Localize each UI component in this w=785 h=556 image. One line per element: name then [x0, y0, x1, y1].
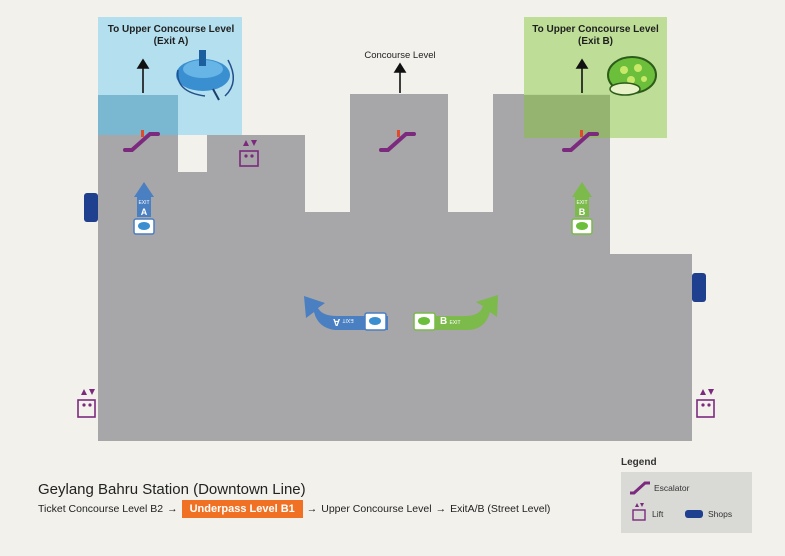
concourse-label: Concourse Level [364, 50, 436, 61]
turtle-icon [607, 56, 657, 96]
shop-marker [692, 273, 706, 302]
lift-arrows-icon [81, 140, 714, 407]
route-next: Upper Concourse Level [321, 503, 432, 515]
station-title: Geylang Bahru Station (Downtown Line) [38, 481, 306, 498]
legend-escalator-label: Escalator [654, 483, 690, 493]
route-arrow-icon: → [167, 503, 178, 515]
floor-area [98, 94, 692, 441]
exit-b-zone-label: To Upper Concourse Level (Exit B) [532, 24, 659, 47]
route-path: Ticket Concourse Level B2 → Underpass Le… [38, 500, 550, 518]
exit-b-zone-overlap [524, 95, 610, 138]
exit-b-sign: EXIT B [572, 199, 592, 217]
legend-lift-label: Lift [652, 509, 664, 519]
exit-b-sign-letter: B [578, 207, 586, 217]
exit-a-zone-label: To Upper Concourse Level (Exit A) [107, 24, 235, 47]
legend-box [621, 472, 752, 533]
lift-icon [77, 150, 715, 418]
exit-a-curved-word: EXIT [342, 317, 354, 323]
legend-lift-icon [632, 509, 646, 521]
legend-title: Legend [621, 457, 657, 468]
exit-a-zone-overlap [98, 95, 178, 135]
exit-b-curved-sign: B EXIT [440, 316, 461, 327]
exit-a-sign-letter: A [140, 207, 148, 217]
route-arrow-icon: → [306, 503, 318, 515]
shop-marker [84, 193, 98, 222]
route-final: ExitA/B (Street Level) [450, 503, 551, 515]
exit-b-curved-arrow [413, 295, 498, 331]
exit-b-curved-letter: B [440, 316, 448, 327]
escalator-icon [123, 132, 599, 152]
exit-a-arrow [133, 182, 155, 235]
up-arrow-icon [136, 58, 589, 93]
exit-a-curved-arrow [304, 296, 388, 331]
route-arrow-icon: → [435, 503, 447, 515]
current-level-badge: Underpass Level B1 [181, 500, 303, 518]
exit-b-sign-word: EXIT [576, 200, 588, 206]
exit-a-curved-letter: A [333, 316, 341, 327]
legend-shop-icon [685, 510, 703, 518]
escalator-person-icon [141, 130, 583, 137]
legend-shops-label: Shops [708, 509, 733, 519]
exit-a-sign: EXIT A [134, 199, 154, 217]
exit-a-sign-word: EXIT [138, 200, 150, 206]
exit-a-curved-sign: EXIT A [333, 316, 354, 327]
exit-b-arrow [571, 182, 593, 235]
legend-escalator-icon [630, 481, 650, 495]
spinning-top-icon [176, 50, 234, 101]
route-start: Ticket Concourse Level B2 [38, 503, 164, 515]
exit-b-curved-word: EXIT [449, 320, 461, 326]
